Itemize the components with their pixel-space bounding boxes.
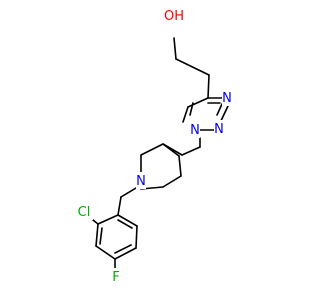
- bond: [135, 225, 138, 249]
- fluorine-label: F: [112, 270, 119, 285]
- bond: [162, 175, 182, 188]
- label-background: [190, 121, 200, 138]
- label-background: [111, 268, 121, 285]
- bond: [173, 37, 177, 60]
- bond: [120, 187, 137, 198]
- bond: [181, 146, 201, 156]
- bond-layer: [87, 37, 229, 269]
- label-background: [214, 120, 224, 137]
- bond: [114, 247, 137, 260]
- bond: [182, 106, 189, 123]
- bond: [95, 223, 99, 247]
- bond: [114, 244, 132, 254]
- hydroxyl-label: OH: [164, 9, 184, 24]
- nitrogen-label: N: [214, 122, 224, 137]
- label-background: [136, 172, 146, 189]
- nitrogen-label: N: [222, 91, 232, 106]
- bond: [178, 155, 182, 177]
- bond: [95, 245, 116, 260]
- bond: [187, 97, 209, 108]
- label-background: [222, 89, 232, 106]
- label-background: [76, 203, 93, 220]
- bond: [99, 227, 103, 245]
- bond: [140, 143, 164, 156]
- bond: [97, 214, 119, 225]
- bond: [117, 214, 138, 227]
- nitrogen-label: N: [190, 123, 200, 138]
- nitrogen-label: N: [136, 174, 146, 189]
- bond: [162, 143, 180, 157]
- label-background: [162, 7, 186, 24]
- atom-label-layer: OH N N N N Cl F: [76, 7, 232, 285]
- molecule-structure: OH N N N N Cl F: [76, 7, 232, 285]
- bond: [189, 102, 194, 116]
- bond: [216, 103, 223, 116]
- bond: [207, 74, 210, 99]
- chlorine-label: Cl: [78, 205, 91, 220]
- bond: [117, 196, 122, 216]
- bond: [175, 58, 210, 76]
- bond: [117, 219, 133, 229]
